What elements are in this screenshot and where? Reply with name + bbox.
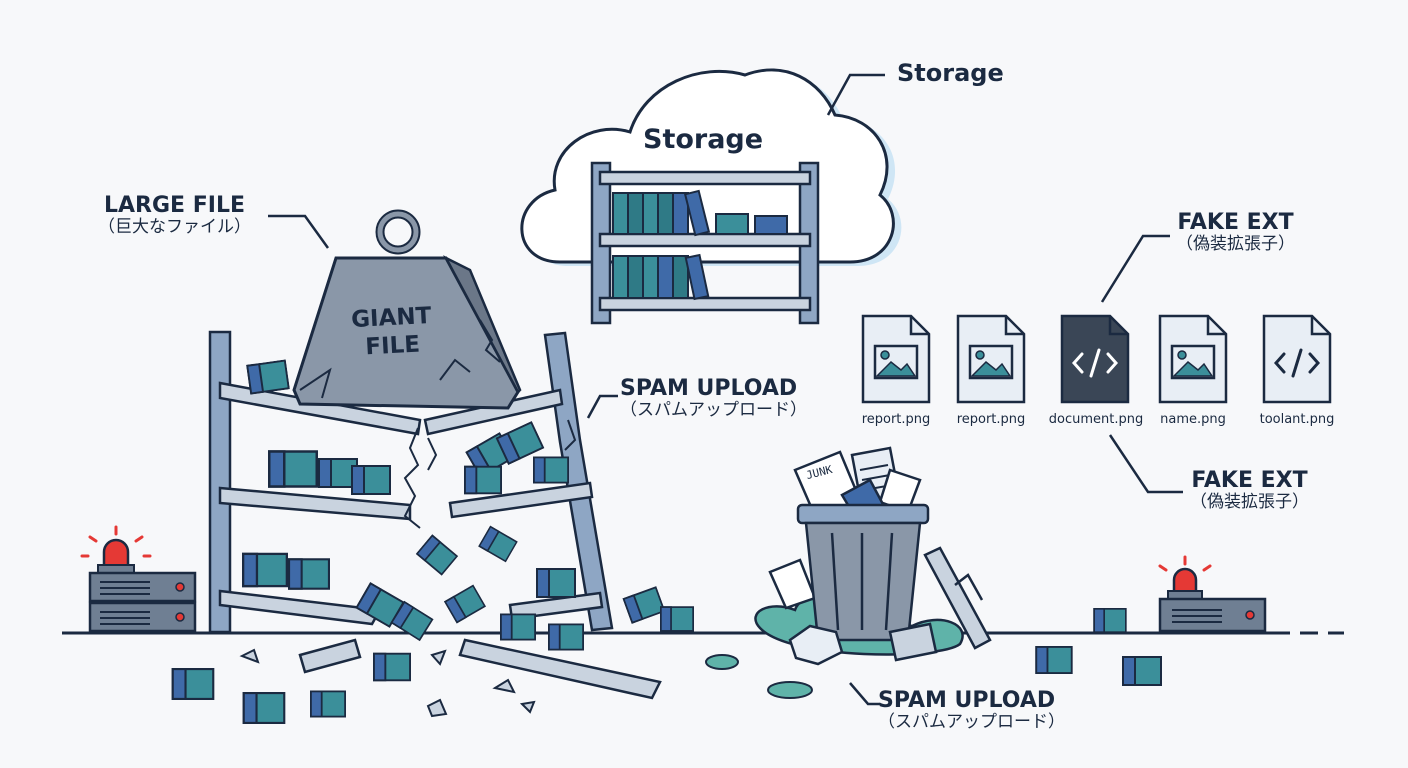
- giant-file-line1: GIANT: [350, 302, 432, 334]
- file-name-3: document.png: [1048, 412, 1144, 427]
- storage-label: Storage: [897, 59, 1004, 88]
- large-file-label-sub: （巨大なファイル）: [98, 217, 251, 238]
- large-file-label-main: LARGE FILE: [104, 193, 245, 218]
- file-card-4: [1158, 314, 1228, 404]
- file-card-1: [861, 314, 931, 404]
- fake-ext-top-label: FAKE EXT （偽装拡張子）: [1176, 210, 1295, 255]
- leader-lines: [268, 73, 1183, 706]
- spam-upload-top-main: SPAM UPLOAD: [620, 376, 798, 401]
- cloud-title: Storage: [643, 124, 764, 155]
- storage-label-text: Storage: [897, 59, 1004, 87]
- file-icons: [861, 314, 1332, 404]
- giant-file-text: GIANT FILE: [341, 302, 444, 362]
- fake-ext-top-main: FAKE EXT: [1177, 210, 1294, 235]
- file-name-1: report.png: [861, 412, 931, 427]
- storage-shelf-icon: [590, 161, 820, 325]
- file-name-5: toolant.png: [1259, 412, 1335, 427]
- falling-boxes: [171, 359, 1163, 724]
- fake-ext-bottom-label: FAKE EXT （偽装拡張子）: [1190, 468, 1309, 513]
- spam-upload-top-sub: （スパムアップロード）: [620, 400, 807, 421]
- spam-upload-bottom-main: SPAM UPLOAD: [878, 688, 1056, 713]
- fake-ext-bottom-main: FAKE EXT: [1191, 468, 1308, 493]
- server-alarm-right-icon: [1158, 555, 1267, 633]
- file-card-3: [1060, 314, 1130, 404]
- file-name-2: report.png: [956, 412, 1026, 427]
- trash-can-icon: [705, 446, 992, 699]
- fake-ext-bottom-sub: （偽装拡張子）: [1190, 492, 1309, 513]
- server-alarm-left-icon: [80, 525, 197, 633]
- giant-file-line2: FILE: [364, 331, 421, 360]
- giant-weight-icon: [292, 209, 522, 410]
- spam-upload-bottom-label: SPAM UPLOAD （スパムアップロード）: [878, 688, 1065, 733]
- file-card-5: [1262, 314, 1332, 404]
- file-name-4: name.png: [1160, 412, 1226, 427]
- fake-ext-top-sub: （偽装拡張子）: [1176, 234, 1295, 255]
- spam-upload-top-label: SPAM UPLOAD （スパムアップロード）: [620, 376, 807, 421]
- file-card-2: [956, 314, 1026, 404]
- large-file-label: LARGE FILE （巨大なファイル）: [98, 193, 251, 238]
- spam-upload-bottom-sub: （スパムアップロード）: [878, 712, 1065, 733]
- broken-shelf-icon: [208, 330, 662, 700]
